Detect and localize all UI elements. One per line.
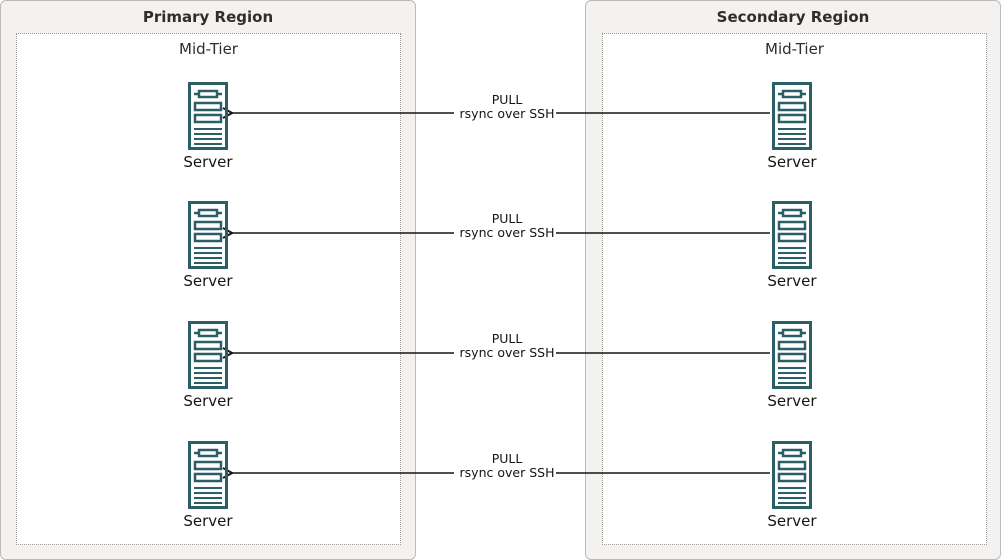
secondary-mid-tier-title: Mid-Tier bbox=[765, 40, 824, 58]
server-icon bbox=[188, 201, 228, 269]
secondary-mid-tier: Mid-Tier bbox=[602, 33, 987, 545]
secondary-server: Server bbox=[762, 201, 822, 297]
server-label: Server bbox=[767, 392, 817, 410]
server-label: Server bbox=[183, 272, 233, 290]
secondary-region: Secondary Region Mid-Tier bbox=[585, 0, 1001, 560]
server-icon bbox=[772, 82, 812, 150]
primary-server: Server bbox=[178, 201, 238, 297]
server-icon bbox=[772, 441, 812, 509]
server-label: Server bbox=[767, 153, 817, 171]
primary-region-title: Primary Region bbox=[142, 8, 274, 26]
connection-label: PULL rsync over SSH bbox=[442, 332, 572, 360]
primary-mid-tier: Mid-Tier bbox=[16, 33, 401, 545]
connection-protocol: rsync over SSH bbox=[459, 465, 555, 480]
connection-protocol: rsync over SSH bbox=[459, 225, 555, 240]
secondary-region-title: Secondary Region bbox=[716, 8, 870, 26]
connection-method: PULL bbox=[491, 211, 523, 226]
primary-region: Primary Region Mid-Tier bbox=[0, 0, 416, 560]
connection-protocol: rsync over SSH bbox=[459, 106, 555, 121]
server-icon bbox=[772, 321, 812, 389]
secondary-server: Server bbox=[762, 441, 822, 537]
connection-method: PULL bbox=[491, 451, 523, 466]
primary-server: Server bbox=[178, 321, 238, 417]
server-icon bbox=[188, 82, 228, 150]
connection-method: PULL bbox=[491, 92, 523, 107]
server-icon bbox=[772, 201, 812, 269]
server-label: Server bbox=[183, 512, 233, 530]
server-icon bbox=[188, 321, 228, 389]
server-label: Server bbox=[183, 392, 233, 410]
connection-method: PULL bbox=[491, 331, 523, 346]
primary-server: Server bbox=[178, 441, 238, 537]
secondary-server: Server bbox=[762, 321, 822, 417]
server-label: Server bbox=[183, 153, 233, 171]
primary-mid-tier-title: Mid-Tier bbox=[179, 40, 238, 58]
secondary-server: Server bbox=[762, 82, 822, 178]
connection-protocol: rsync over SSH bbox=[459, 345, 555, 360]
server-label: Server bbox=[767, 512, 817, 530]
connection-label: PULL rsync over SSH bbox=[442, 212, 572, 240]
server-icon bbox=[188, 441, 228, 509]
primary-server: Server bbox=[178, 82, 238, 178]
connection-label: PULL rsync over SSH bbox=[442, 93, 572, 121]
connection-label: PULL rsync over SSH bbox=[442, 452, 572, 480]
server-label: Server bbox=[767, 272, 817, 290]
